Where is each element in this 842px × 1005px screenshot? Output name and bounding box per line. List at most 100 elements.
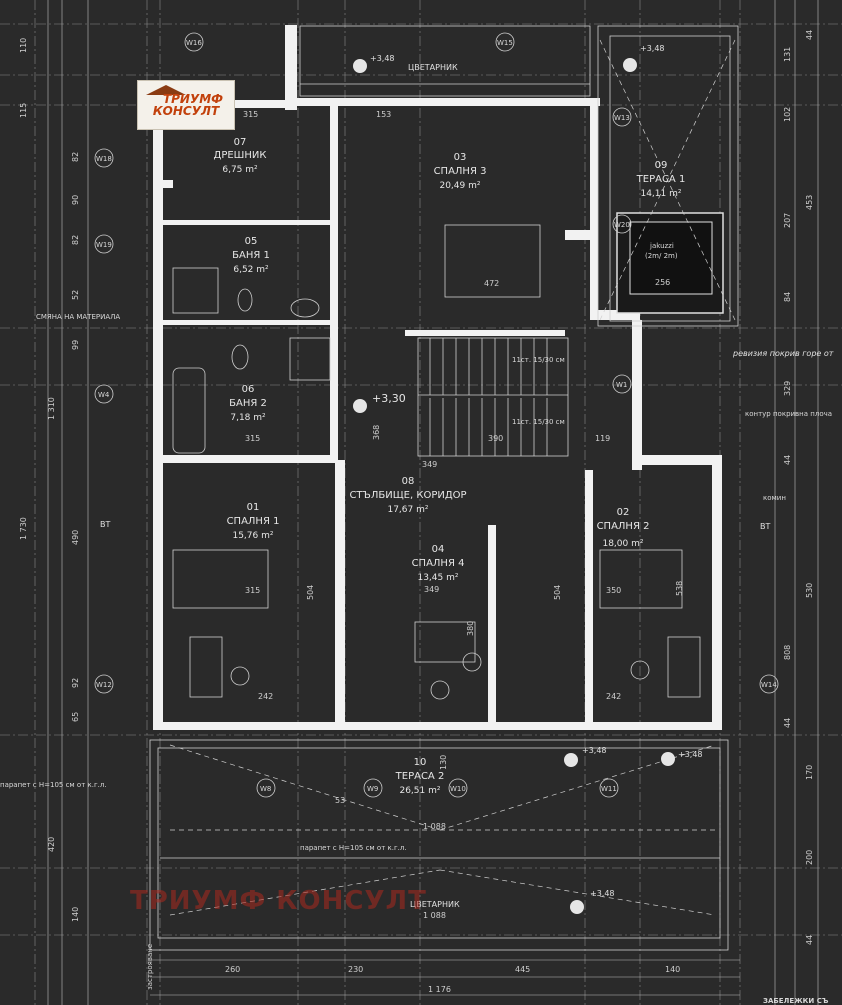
svg-text:1 088: 1 088 [423,911,446,920]
dimensions-interior: 315 153 315 472 256 349 315 350 242 242 … [243,110,684,805]
svg-text:504: 504 [553,585,562,600]
toilet-icon [237,288,253,312]
svg-text:44: 44 [805,30,814,40]
svg-text:242: 242 [606,692,621,701]
logo-line2: КОНСУЛТ [152,104,220,118]
desk-icon [414,621,476,663]
window-tag-w1: W1 [616,381,627,389]
svg-text:53: 53 [335,796,345,805]
svg-text:207: 207 [783,213,792,228]
bed-icon [172,549,269,609]
svg-text:200: 200 [805,850,814,865]
svg-text:420: 420 [47,837,56,852]
svg-text:140: 140 [71,907,80,922]
room-04-name: СПАЛНЯ 4 [412,558,465,569]
bt-right-label: ВТ [760,522,770,531]
window-tag-w13: W13 [614,114,630,122]
svg-text:445: 445 [515,965,530,974]
window-tag-w18: W18 [96,155,112,163]
window-tag-w20: W20 [614,221,630,229]
room-10-area: 26,51 m² [399,786,440,796]
stairs-label-top: 11ст. 15/30 см [512,356,565,364]
roof-revision-label: ревизия покрив горе от [732,349,834,358]
svg-text:140: 140 [665,965,680,974]
terrace-2-outline [149,39,736,951]
dimensions-bottom: 260 230 445 140 1 176 1 088 1 088 [225,822,680,994]
svg-text:90: 90 [71,195,80,205]
svg-text:1 176: 1 176 [428,985,451,994]
svg-text:153: 153 [376,110,391,119]
svg-text:52: 52 [71,290,80,300]
svg-text:504: 504 [306,585,315,600]
room-09-area: 14,11 m² [640,189,681,199]
level-terrace-a: +3,48 [582,746,607,755]
svg-text:130: 130 [439,755,448,770]
svg-text:82: 82 [71,235,80,245]
desk-icon [189,636,223,698]
window-tag-w12: W12 [96,681,112,689]
room-05-num: 05 [245,236,258,247]
window-tag-w4: W4 [98,391,110,399]
level-top2: +3,48 [640,44,665,53]
parapet-left-label: парапет с Н=105 см от к.г.л. [0,781,107,789]
svg-text:170: 170 [805,765,814,780]
room-06-name: БАНЯ 2 [229,398,267,409]
room-02-area: 18,00 m² [602,539,643,549]
svg-text:110: 110 [19,38,28,53]
svg-text:115: 115 [19,103,28,118]
jacuzzi-label: jakuzzi [649,242,674,250]
desk-icon [667,636,701,698]
room-10-name: ТЕРАСА 2 [395,771,445,782]
room-01-num: 01 [247,502,260,513]
room-06-num: 06 [242,384,255,395]
roof-contour-label: контур покривна плоча [745,410,832,418]
svg-text:65: 65 [71,712,80,722]
dimension-chains [47,0,819,1005]
window-tag-w14: W14 [761,681,777,689]
svg-text:349: 349 [422,460,437,469]
svg-text:315: 315 [245,586,260,595]
svg-text:256: 256 [655,278,670,287]
svg-text:315: 315 [245,434,260,443]
svg-text:390: 390 [488,434,503,443]
room-07-num: 07 [234,137,247,148]
logo-line1: ТРИУМФ [162,92,224,106]
svg-text:472: 472 [484,279,499,288]
stairs-label-bottom: 11ст. 15/30 см [512,418,565,426]
window-tag-w9: W9 [367,785,378,793]
svg-text:84: 84 [783,292,792,302]
bt-left-label: ВТ [100,520,110,529]
dimensions-right: 44 131 102 453 207 84 329 44 530 808 44 … [783,30,814,945]
svg-text:260: 260 [225,965,240,974]
room-07-name: ДРЕШНИК [214,150,267,161]
jacuzzi-icon [616,212,724,314]
window-tag-w10: W10 [450,785,466,793]
room-08-area: 17,67 m² [387,505,428,515]
svg-text:119: 119 [595,434,610,443]
bed-icon [444,224,541,298]
flower-bed-bottom-label: ЦВЕТАРНИК [410,900,460,909]
room-01-name: СПАЛНЯ 1 [227,516,280,527]
svg-text:230: 230 [348,965,363,974]
room-07-area: 6,75 m² [222,165,258,175]
level-marker-icons [353,58,675,914]
svg-text:1 310: 1 310 [47,397,56,420]
room-01-area: 15,76 m² [232,531,273,541]
svg-text:131: 131 [783,47,792,62]
room-03-name: СПАЛНЯ 3 [434,166,487,177]
parapet-center-label: парапет с Н=105 см от к.г.л. [300,844,407,852]
svg-text:242: 242 [258,692,273,701]
room-08-name: СТЪЛБИЩЕ, КОРИДОР [349,490,466,501]
roof-icon [146,85,186,95]
flower-bed-top-label: ЦВЕТАРНИК [408,63,458,72]
room-04-area: 13,45 m² [417,573,458,583]
room-03-num: 03 [454,152,467,163]
window-tag-w15: W15 [497,39,513,47]
svg-text:44: 44 [805,935,814,945]
svg-text:349: 349 [424,585,439,594]
room-02-name: СПАЛНЯ 2 [597,521,650,532]
svg-text:453: 453 [805,195,814,210]
chair-icon [630,660,650,680]
room-10-num: 10 [414,757,427,768]
